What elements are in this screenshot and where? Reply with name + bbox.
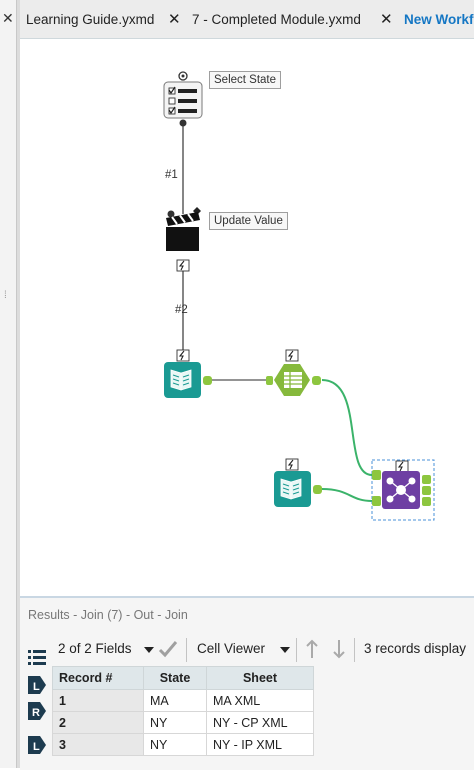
workflow-canvas[interactable]: Select State Update Value #1 #2 bbox=[20, 39, 474, 595]
state-cell[interactable]: NY bbox=[143, 733, 207, 756]
connection-label-2: #2 bbox=[175, 304, 188, 316]
left-output-icon[interactable]: L bbox=[28, 676, 46, 694]
tab-learning-guide-close-icon[interactable]: ✕ bbox=[168, 11, 181, 28]
table-row[interactable]: 1 MA MA XML bbox=[52, 689, 314, 712]
results-toolbar: 2 of 2 Fields Cell Viewer 3 records disp… bbox=[52, 632, 474, 666]
record-number-cell[interactable]: 3 bbox=[52, 733, 144, 756]
record-number-cell[interactable]: 1 bbox=[52, 689, 144, 712]
toolbar-divider bbox=[296, 638, 297, 662]
document-tabs: Learning Guide.yxmd ✕ 7 - Completed Modu… bbox=[20, 0, 474, 39]
table-header-row: Record # State Sheet bbox=[52, 666, 314, 690]
connection-input2-join bbox=[321, 488, 373, 502]
checkmark-icon[interactable] bbox=[158, 640, 178, 658]
lightning-icon bbox=[285, 458, 299, 471]
chevron-down-icon[interactable] bbox=[280, 647, 290, 653]
sheet-cell[interactable]: NY - CP XML bbox=[206, 711, 314, 734]
table-row[interactable]: 2 NY NY - CP XML bbox=[52, 711, 314, 734]
action-tool-icon bbox=[166, 207, 201, 251]
annotation-select-state[interactable]: Select State bbox=[209, 71, 282, 89]
lightning-icon bbox=[285, 349, 299, 362]
connection-label-1: #1 bbox=[165, 169, 178, 181]
tab-completed-module-close-icon[interactable]: ✕ bbox=[380, 11, 393, 28]
annotation-update-value[interactable]: Update Value bbox=[209, 212, 288, 230]
results-title: Results - Join (7) - Out - Join bbox=[28, 608, 188, 622]
connection-select-join bbox=[321, 379, 373, 476]
records-count: 3 records display bbox=[364, 641, 467, 656]
input-data-tool-icon bbox=[164, 362, 212, 398]
results-table: Record # State Sheet 1 MA MA XML 2 NY NY… bbox=[52, 666, 314, 756]
resize-grip-icon[interactable]: ⁞ bbox=[4, 290, 7, 301]
record-number-cell[interactable]: 2 bbox=[52, 711, 144, 734]
workflow-diagram bbox=[163, 71, 435, 521]
arrow-down-icon[interactable] bbox=[333, 639, 345, 659]
right-output-label: R bbox=[32, 707, 40, 719]
lightning-icon bbox=[176, 349, 190, 362]
right-output-icon[interactable]: R bbox=[28, 702, 46, 720]
tab-completed-module[interactable]: 7 - Completed Module.yxmd bbox=[192, 12, 361, 27]
results-pane: Results - Join (7) - Out - Join L R L 2 … bbox=[20, 596, 474, 770]
lightning-icon bbox=[176, 259, 190, 272]
state-cell[interactable]: NY bbox=[143, 711, 207, 734]
left-pane: ✕ ⁞ bbox=[0, 0, 17, 768]
chevron-down-icon[interactable] bbox=[144, 647, 154, 653]
fields-selector[interactable]: 2 of 2 Fields bbox=[58, 641, 132, 656]
select-tool-icon bbox=[266, 364, 321, 396]
pane-splitter[interactable] bbox=[17, 0, 20, 768]
column-header-sheet[interactable]: Sheet bbox=[206, 666, 314, 690]
list-icon[interactable] bbox=[28, 648, 46, 666]
join-tool-icon bbox=[372, 470, 431, 509]
results-anchor-bar: L R L bbox=[22, 630, 52, 770]
cell-viewer-selector[interactable]: Cell Viewer bbox=[197, 641, 266, 656]
tab-learning-guide[interactable]: Learning Guide.yxmd bbox=[26, 12, 155, 27]
sheet-cell[interactable]: MA XML bbox=[206, 689, 314, 712]
arrow-up-icon[interactable] bbox=[306, 639, 318, 659]
toolbar-divider bbox=[354, 638, 355, 662]
column-header-record[interactable]: Record # bbox=[52, 666, 144, 690]
column-header-state[interactable]: State bbox=[143, 666, 207, 690]
close-left-pane-icon[interactable]: ✕ bbox=[2, 10, 14, 26]
selection-box bbox=[371, 459, 435, 521]
toolbar-divider bbox=[186, 638, 187, 662]
tab-new-workflow[interactable]: New Workf bbox=[404, 12, 474, 27]
left-output-label: L bbox=[33, 681, 40, 693]
lightning-icon bbox=[395, 460, 409, 473]
state-cell[interactable]: MA bbox=[143, 689, 207, 712]
join-output-icon[interactable]: L bbox=[28, 736, 46, 754]
checkbox-tool-icon bbox=[163, 71, 203, 127]
input-data-tool-icon bbox=[274, 471, 322, 507]
table-row[interactable]: 3 NY NY - IP XML bbox=[52, 733, 314, 756]
join-output-label: L bbox=[33, 741, 40, 753]
sheet-cell[interactable]: NY - IP XML bbox=[206, 733, 314, 756]
